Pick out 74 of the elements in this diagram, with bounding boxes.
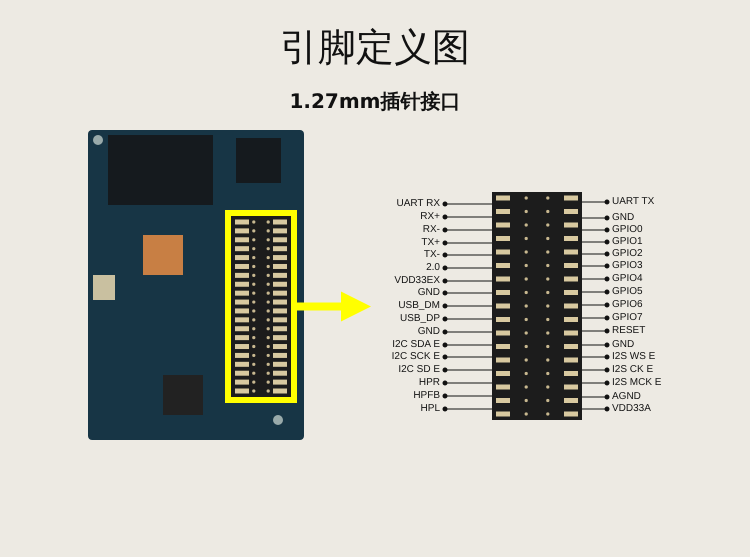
pin-label: GPIO6 [612, 299, 643, 311]
leader-line [582, 380, 610, 386]
pin-label: GPIO1 [612, 236, 643, 248]
pin-label: I2S CK E [612, 364, 654, 376]
leader-line [442, 330, 492, 334]
leader-line [582, 252, 610, 256]
subtitle: 1.27mm插针接口 [289, 88, 461, 115]
leader-line [442, 202, 492, 206]
leader-line [442, 228, 492, 232]
pin-label: GPIO2 [612, 248, 643, 260]
pin-label: GPIO3 [612, 260, 643, 272]
pin-label: GPIO7 [612, 312, 643, 324]
leader-line [582, 368, 610, 372]
leader-line [442, 342, 492, 348]
pin-header-drawing [492, 192, 582, 420]
pointer-arrow [297, 292, 371, 322]
pin-label: HPL [420, 403, 440, 415]
pin-label: RESET [612, 325, 646, 337]
pin-label: USB_DM [398, 300, 440, 312]
leader-line [442, 252, 492, 258]
pin-label: GND [418, 326, 440, 338]
highlight-frame [225, 210, 297, 403]
leader-line [442, 394, 492, 398]
leader-line [582, 290, 610, 294]
pin-label: I2C SD E [398, 364, 440, 376]
pin-label: GND [612, 339, 634, 351]
leader-line [582, 228, 610, 232]
leader-line [582, 354, 610, 360]
pin-label: UART RX [396, 198, 440, 210]
pin-label: I2C SCK E [392, 351, 440, 363]
leader-line [582, 200, 610, 204]
pin-label: VDD33A [612, 403, 651, 415]
pin-label: USB_DP [400, 313, 440, 325]
leader-line [442, 380, 492, 386]
pin-label: GPIO0 [612, 224, 643, 236]
pin-label: GPIO4 [612, 273, 643, 285]
pin-label: GPIO5 [612, 286, 643, 298]
leader-line [582, 316, 610, 320]
leader-line [582, 276, 610, 282]
leader-line [442, 266, 492, 270]
leader-line [442, 214, 492, 220]
pin-label: 2.0 [426, 262, 440, 274]
pin-label: TX- [424, 249, 440, 261]
pin-label: I2S MCK E [612, 377, 662, 389]
leader-line [442, 354, 492, 360]
leader-line [442, 290, 492, 296]
pin-label: I2S WS E [612, 351, 656, 363]
leader-line [582, 264, 610, 268]
pin-label: HPR [418, 377, 440, 389]
leader-line [442, 240, 492, 246]
pin-label: UART TX [612, 196, 654, 208]
pin-label: RX+ [420, 211, 440, 223]
leader-line [582, 302, 610, 308]
pin-label: VDD33EX [394, 275, 440, 287]
leader-line [582, 342, 610, 348]
pin-label: GND [418, 287, 440, 299]
leader-line [582, 394, 610, 400]
leader-line [442, 406, 492, 412]
leader-line [442, 316, 492, 322]
pin-label: RX- [422, 224, 440, 236]
pin-label: I2C SDA E [392, 339, 440, 351]
circuit-board-photo-placeholder [88, 130, 304, 440]
leader-line [582, 240, 610, 244]
pin-label: GND [612, 212, 634, 224]
pin-label: AGND [612, 391, 641, 403]
leader-line [582, 328, 610, 334]
diagram-title: 引脚定义图 [279, 24, 471, 71]
leader-line [442, 304, 492, 308]
leader-line [582, 406, 610, 412]
pin-label: HPFB [413, 390, 440, 402]
leader-line [582, 216, 610, 220]
pin-label: TX+ [421, 237, 440, 249]
leader-line [442, 368, 492, 372]
leader-line [442, 278, 492, 284]
